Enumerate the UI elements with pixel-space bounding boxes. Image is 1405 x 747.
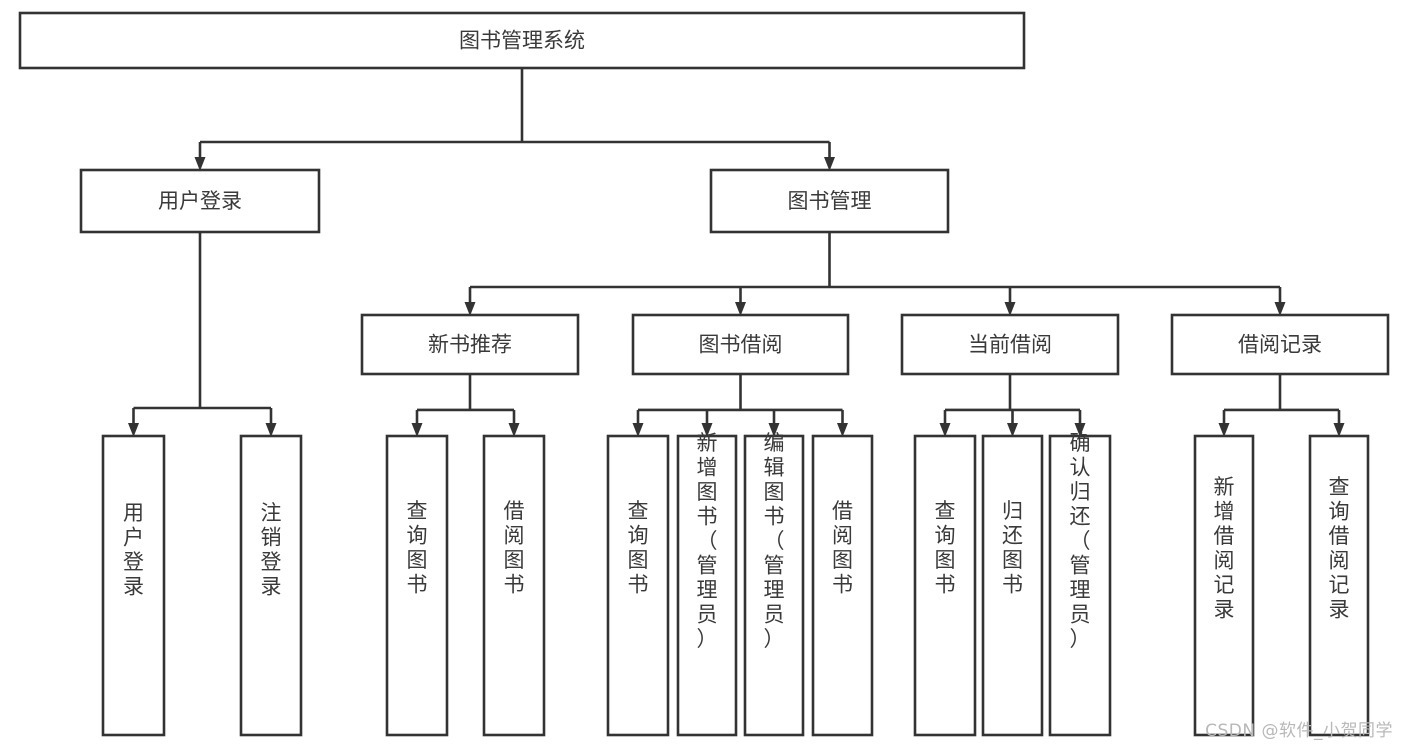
node-borrow-record[interactable]: 借阅记录 — [1170, 313, 1390, 376]
node-box — [482, 434, 546, 737]
node-label: 用户登录 — [123, 501, 144, 599]
arrow-head — [768, 423, 780, 437]
arrow-head — [194, 157, 206, 171]
node-label: 借阅图书 — [504, 499, 525, 597]
arrow-head — [411, 423, 423, 437]
arrow-head — [824, 157, 835, 171]
arrow-head — [1074, 423, 1086, 437]
arrow-head — [837, 423, 848, 437]
node-box — [811, 434, 874, 737]
node-leaf-query-book-2[interactable]: 查询图书 — [606, 434, 670, 737]
arrow-head — [701, 423, 713, 437]
arrow-head — [128, 423, 139, 437]
node-book-manage[interactable]: 图书管理 — [709, 168, 950, 234]
node-box — [631, 313, 850, 376]
node-box — [913, 434, 977, 737]
node-box — [360, 313, 580, 376]
node-box — [709, 168, 950, 234]
node-box — [18, 11, 1026, 70]
node-box — [1170, 313, 1390, 376]
connector-group-book-borrow — [632, 374, 848, 437]
node-label: 新书推荐 — [428, 333, 512, 357]
arrow-head — [265, 423, 277, 437]
connector-group-root — [194, 68, 835, 171]
node-box — [981, 434, 1044, 737]
node-leaf-borrow-book-2[interactable]: 借阅图书 — [811, 434, 874, 737]
node-root[interactable]: 图书管理系统 — [18, 11, 1026, 70]
arrow-head — [464, 302, 476, 316]
node-box — [900, 313, 1120, 376]
node-leaf-edit-book[interactable]: 编辑图书（管理员） — [743, 431, 805, 737]
connector-group-book-manage — [464, 232, 1286, 316]
node-box — [676, 434, 738, 737]
node-leaf-logout[interactable]: 注销登录 — [239, 434, 303, 737]
node-leaf-query-book-3[interactable]: 查询图书 — [913, 434, 977, 737]
arrow-head — [508, 423, 520, 437]
node-label: 编辑图书（管理员） — [764, 431, 785, 651]
node-book-borrow[interactable]: 图书借阅 — [631, 313, 850, 376]
node-box — [1193, 434, 1255, 737]
connector-group-borrow-record — [1218, 374, 1345, 437]
node-leaf-add-book[interactable]: 新增图书（管理员） — [676, 431, 738, 737]
node-leaf-query-record[interactable]: 查询借阅记录 — [1308, 434, 1370, 737]
node-label: 注销登录 — [261, 501, 282, 599]
node-label: 查询借阅记录 — [1329, 475, 1350, 622]
node-label: 借阅图书 — [832, 499, 853, 597]
node-box — [101, 434, 166, 737]
arrow-head — [735, 302, 746, 316]
node-box — [1048, 434, 1112, 737]
node-label: 当前借阅 — [968, 333, 1052, 357]
arrow-head — [1007, 423, 1018, 437]
connector-group-current-borrow — [939, 374, 1086, 437]
node-leaf-borrow-book-1[interactable]: 借阅图书 — [482, 434, 546, 737]
node-label: 借阅记录 — [1238, 333, 1322, 357]
node-box — [385, 434, 449, 737]
arrow-head — [1333, 423, 1345, 437]
node-box — [743, 434, 805, 737]
arrow-head — [632, 423, 644, 437]
node-label: 图书管理系统 — [459, 29, 585, 53]
connector-layer — [128, 68, 1345, 437]
node-box — [239, 434, 303, 737]
arrow-head — [1274, 302, 1286, 316]
node-label: 查询图书 — [628, 499, 649, 597]
watermark-label: CSDN @软件_小贺同学 — [1205, 721, 1393, 741]
arrow-head — [939, 423, 951, 437]
node-label: 查询图书 — [407, 499, 428, 597]
arrow-head — [1218, 423, 1230, 437]
node-leaf-query-book-1[interactable]: 查询图书 — [385, 434, 449, 737]
node-user-login[interactable]: 用户登录 — [79, 168, 321, 234]
node-label: 查询图书 — [935, 499, 956, 597]
node-current-borrow[interactable]: 当前借阅 — [900, 313, 1120, 376]
node-label: 新增图书（管理员） — [697, 431, 718, 651]
node-leaf-add-record[interactable]: 新增借阅记录 — [1193, 434, 1255, 737]
node-box — [606, 434, 670, 737]
node-box — [1308, 434, 1370, 737]
connector-group-new-book-rec — [411, 374, 520, 437]
arrow-head — [1004, 302, 1016, 316]
node-leaf-user-login[interactable]: 用户登录 — [101, 434, 166, 737]
node-leaf-confirm-return[interactable]: 确认归还（管理员） — [1048, 431, 1112, 737]
node-leaf-return-book[interactable]: 归还图书 — [981, 434, 1044, 737]
node-layer: 图书管理系统用户登录图书管理新书推荐图书借阅当前借阅借阅记录用户登录注销登录查询… — [18, 11, 1390, 737]
node-label: 图书管理 — [788, 189, 872, 213]
node-label: 用户登录 — [158, 189, 242, 213]
node-label: 新增借阅记录 — [1214, 475, 1235, 622]
connector-group-user-login — [128, 232, 277, 437]
node-new-book-rec[interactable]: 新书推荐 — [360, 313, 580, 376]
node-label: 归还图书 — [1002, 499, 1023, 597]
node-label: 确认归还（管理员） — [1070, 431, 1091, 651]
node-label: 图书借阅 — [699, 333, 783, 357]
node-box — [79, 168, 321, 234]
